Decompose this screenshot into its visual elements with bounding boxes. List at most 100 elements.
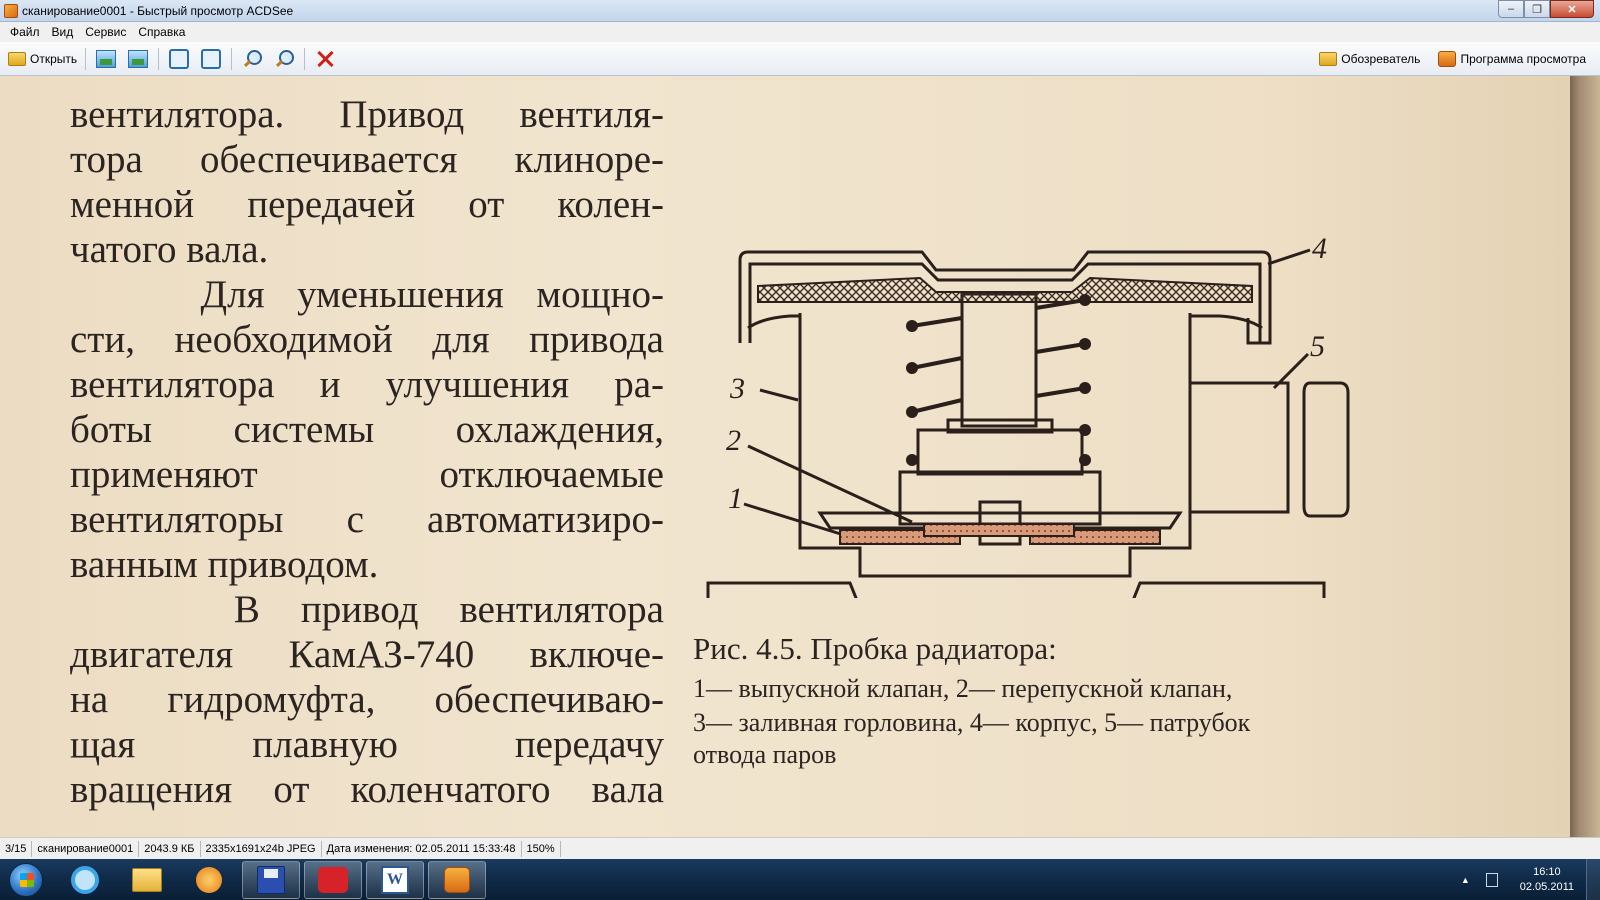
figure-caption-title: Рис. 4.5. Пробка радиатора:	[693, 631, 1057, 666]
window-title: сканирование0001 - Быстрый просмотр ACDS…	[22, 3, 294, 18]
windows-start-icon	[9, 862, 43, 897]
status-filename: сканирование0001	[32, 840, 140, 857]
clock-date: 02.05.2011	[1519, 880, 1574, 893]
text-line: ванным приводом.	[70, 543, 379, 586]
browser-button-label: Обозреватель	[1341, 52, 1421, 66]
figure-label-3: 3	[729, 372, 745, 405]
figure-caption-line: отвода паров	[693, 740, 837, 769]
delete-button[interactable]	[312, 46, 338, 72]
zoom-in-icon	[242, 49, 263, 69]
status-index: 3/15	[0, 840, 33, 857]
zoom-in-button[interactable]	[239, 46, 265, 72]
save-app-icon	[257, 865, 285, 894]
status-filesize: 2043.9 КБ	[139, 840, 201, 857]
media-player-icon	[196, 866, 222, 893]
menu-view[interactable]: Вид	[51, 25, 74, 39]
text-line: щая плавную передачу	[70, 723, 664, 766]
text-line: Для уменьшения мощно-	[70, 273, 665, 316]
zoom-out-button[interactable]	[271, 46, 297, 72]
text-line: сти, необходимой для привода	[70, 318, 664, 361]
figure-caption-line: 1— выпускной клапан, 2— перепускной клап…	[693, 674, 1233, 703]
taskbar-acdsee[interactable]	[428, 860, 486, 899]
page-edge-shadow	[1570, 76, 1600, 837]
zoom-out-icon	[274, 49, 295, 69]
close-button[interactable]: ✕	[1550, 0, 1594, 18]
menu-file[interactable]: Файл	[10, 25, 40, 39]
clock-time: 16:10	[1533, 865, 1561, 878]
viewer-button-label: Программа просмотра	[1460, 52, 1586, 66]
taskbar-word[interactable]: W	[366, 860, 424, 899]
start-button[interactable]	[0, 859, 52, 900]
prev-image-icon	[96, 49, 117, 68]
text-line: применяют отключаемые	[70, 453, 664, 496]
delete-icon	[315, 49, 335, 69]
system-tray: ▲ 16:10 02.05.2011	[1461, 859, 1600, 900]
text-line: вентиляторы с автоматизиро-	[70, 498, 664, 541]
browser-button[interactable]: Обозреватель	[1315, 46, 1424, 72]
red-app-icon	[318, 866, 348, 893]
prev-image-button[interactable]	[93, 46, 119, 72]
scanned-page: вентилятора. Привод вентиля- тора обеспе…	[0, 76, 1570, 837]
clock[interactable]: 16:10 02.05.2011	[1520, 865, 1574, 895]
status-zoom: 150%	[522, 840, 561, 857]
text-line: на гидромуфта, обеспечиваю-	[70, 678, 664, 721]
rotate-right-icon	[201, 48, 222, 69]
rotate-right-button[interactable]	[198, 46, 224, 72]
taskbar-media[interactable]	[180, 861, 238, 899]
status-modified: Дата изменения: 02.05.2011 15:33:48	[322, 840, 522, 857]
figure-label-2: 2	[726, 424, 741, 457]
taskbar-explorer[interactable]	[118, 861, 176, 899]
radiator-cap-figure: 4 5 3 2 1	[706, 232, 1350, 598]
text-line: вентилятора и улучшения ра-	[70, 363, 664, 406]
open-button-label: Открыть	[30, 51, 78, 66]
toolbar-separator	[85, 47, 87, 70]
menu-service[interactable]: Сервис	[85, 25, 127, 39]
next-image-button[interactable]	[125, 46, 151, 72]
viewer-program-icon	[1438, 51, 1457, 67]
toolbar-separator	[304, 47, 306, 70]
menu-bar: Файл Вид Сервис Справка	[0, 22, 1600, 42]
rotate-left-icon	[169, 48, 190, 69]
acdsee-app-icon	[4, 3, 18, 18]
status-dimensions: 2335x1691x24b JPEG	[201, 840, 322, 857]
title-bar: сканирование0001 - Быстрый просмотр ACDS…	[0, 0, 1600, 22]
open-button[interactable]: Открыть	[4, 46, 81, 72]
toolbar-separator	[158, 47, 160, 70]
text-line: боты системы охлаждения,	[70, 408, 664, 451]
status-bar: 3/15 сканирование0001 2043.9 КБ 2335x169…	[0, 837, 1600, 859]
taskbar-ie[interactable]	[56, 861, 114, 899]
image-viewport[interactable]: вентилятора. Привод вентиля- тора обеспе…	[0, 76, 1600, 837]
figure-label-5: 5	[1310, 330, 1325, 363]
taskbar-save-app[interactable]	[242, 860, 300, 899]
rotate-left-button[interactable]	[166, 46, 192, 72]
figure-label-1: 1	[728, 482, 743, 515]
text-line: тора обеспечивается клиноре-	[70, 138, 664, 181]
tray-expand-icon[interactable]: ▲	[1460, 874, 1470, 885]
text-line: двигателя КамАЗ-740 включе-	[70, 633, 664, 676]
figure-label-4: 4	[1312, 232, 1327, 265]
network-icon[interactable]	[1485, 872, 1498, 887]
text-line: В привод вентилятора	[70, 588, 664, 631]
text-line: вращения от коленчатого вала	[70, 768, 664, 811]
maximize-button[interactable]: ❐	[1524, 0, 1550, 18]
minimize-button[interactable]: ‒	[1498, 0, 1524, 18]
internet-explorer-icon	[71, 865, 99, 894]
toolbar-separator	[231, 47, 233, 70]
window-controls: ‒ ❐ ✕	[1498, 0, 1594, 19]
text-line: менной передачей от колен-	[70, 183, 664, 226]
text-line: вентилятора. Привод вентиля-	[70, 93, 664, 136]
browser-icon	[1319, 52, 1338, 66]
next-image-icon	[128, 49, 149, 68]
taskbar-red-app[interactable]	[304, 860, 362, 899]
word-icon: W	[381, 865, 409, 894]
acdsee-icon	[444, 866, 470, 893]
taskbar: W ▲ 16:10 02.05.2011	[0, 859, 1600, 900]
text-line: чатого вала.	[70, 228, 269, 271]
folder-open-icon	[8, 51, 26, 66]
toolbar-right-group: Обозреватель Программа просмотра	[1315, 46, 1590, 72]
show-desktop-button[interactable]	[1586, 859, 1600, 900]
menu-help[interactable]: Справка	[138, 25, 186, 39]
viewer-button[interactable]: Программа просмотра	[1434, 46, 1590, 72]
toolbar: Открыть Обозреватель Программа просмотра	[0, 42, 1600, 76]
file-explorer-icon	[132, 867, 162, 892]
